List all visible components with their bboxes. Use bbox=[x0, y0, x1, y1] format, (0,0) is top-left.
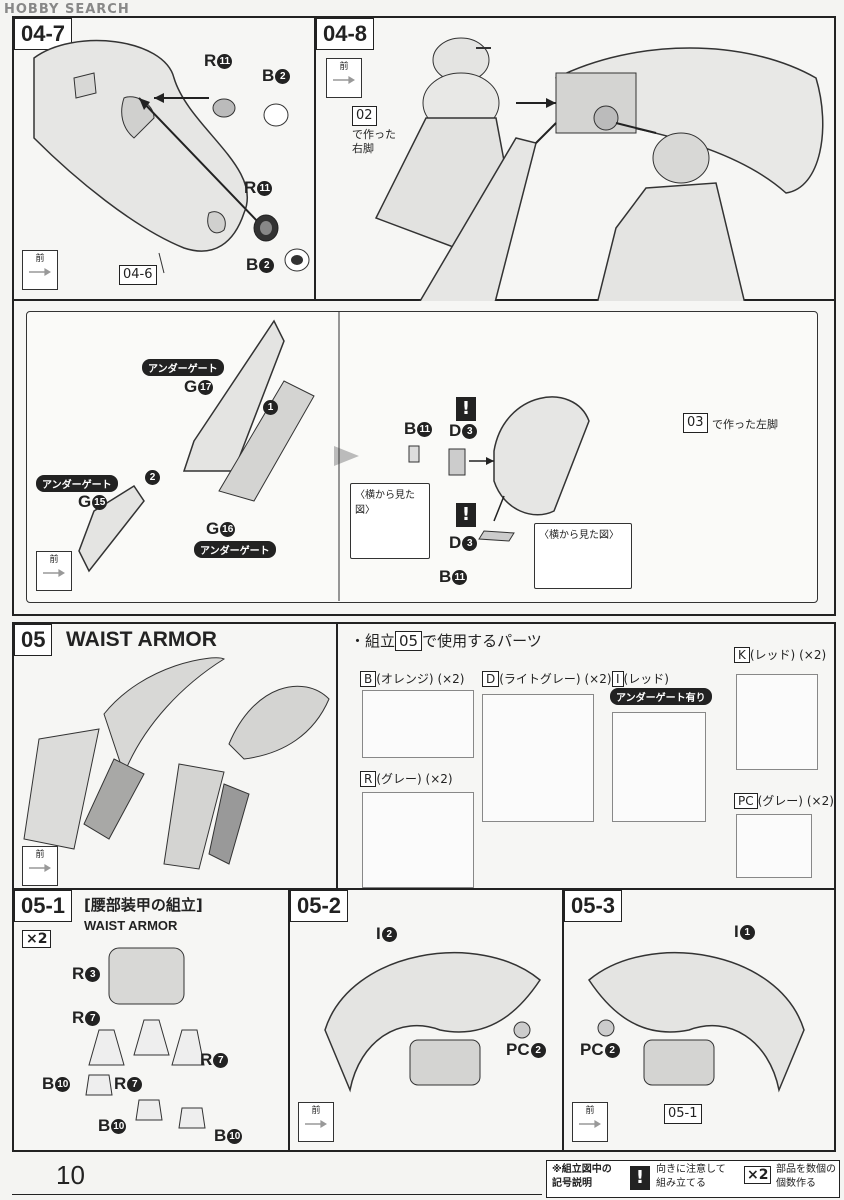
page-number: 10 bbox=[56, 1160, 85, 1190]
ref-02: 02 bbox=[352, 106, 377, 126]
step-05-title: WAIST ARMOR bbox=[66, 628, 217, 651]
legend-caution-icon: ! bbox=[630, 1166, 650, 1190]
legs-assembly-illustration bbox=[374, 37, 824, 303]
caution-icon: ! bbox=[456, 397, 476, 421]
front-indicator: 前 bbox=[22, 846, 58, 886]
front-indicator: 前 bbox=[572, 1102, 608, 1142]
legend-box bbox=[546, 1160, 840, 1198]
waist-armor-overview bbox=[23, 657, 330, 870]
sprue-r bbox=[362, 792, 474, 888]
watermark: HOBBY SEARCH bbox=[4, 2, 130, 17]
step-05-3-tag: 05-3 bbox=[564, 890, 623, 922]
legend-caution-text: 向きに注意して 組み立てる bbox=[656, 1164, 726, 1189]
step-1-marker: 1 bbox=[262, 397, 278, 417]
front-indicator: 前 bbox=[326, 58, 362, 98]
sprue-r-title: R(グレー) (×2) bbox=[360, 770, 453, 787]
front-indicator: 前 bbox=[36, 551, 72, 591]
sprue-b-title: B(オレンジ) (×2) bbox=[360, 670, 465, 687]
side-view-callout-2: 〈横から見た図〉 bbox=[534, 523, 632, 589]
step-04-8-tag: 04-8 bbox=[316, 18, 375, 50]
side-view-callout: 〈横から見た図〉 bbox=[350, 483, 430, 559]
front-indicator: 前 bbox=[298, 1102, 334, 1142]
sprue-b bbox=[362, 690, 474, 758]
divider bbox=[336, 624, 338, 890]
legend-multiplier-icon: ×2 bbox=[744, 1166, 772, 1184]
under-gate-badge-g17: アンダーゲート bbox=[142, 359, 224, 376]
footer-rule bbox=[12, 1194, 542, 1195]
sprue-d bbox=[482, 694, 594, 822]
sprue-k-title: K(レッド) (×2) bbox=[734, 646, 826, 663]
armor-attach-illustration-left bbox=[324, 952, 541, 1093]
step-04-7-tag: 04-7 bbox=[14, 18, 73, 50]
caution-icon: ! bbox=[456, 503, 476, 527]
step-05-1-title-jp: [腰部装甲の組立] bbox=[84, 896, 203, 914]
sprue-d-title: D(ライトグレー) (×2) bbox=[482, 670, 612, 687]
ref-04-6: 04-6 bbox=[119, 265, 157, 285]
front-indicator: 前 bbox=[22, 250, 58, 290]
legend-multiplier-text: 部品を数個の 個数作る bbox=[776, 1164, 836, 1189]
under-gate-badge-g15: アンダーゲート bbox=[36, 475, 118, 492]
note-right-leg: で作った 右脚 bbox=[352, 128, 396, 155]
sprue-i bbox=[612, 712, 706, 822]
armor-attach-illustration-right bbox=[588, 952, 805, 1093]
legend-title: ※組立図中の 記号説明 bbox=[552, 1164, 612, 1189]
thruster-assembly-illustration bbox=[85, 947, 206, 1129]
multiplier-x2: ×2 bbox=[22, 930, 52, 948]
sprue-pc bbox=[736, 814, 812, 878]
sprue-pc-title: PC(グレー) (×2) bbox=[734, 792, 834, 809]
ref-05-1: 05-1 bbox=[664, 1104, 702, 1124]
under-gate-note: アンダーゲート有り bbox=[610, 688, 712, 705]
step-04-8-panel: 04-8 前 02 で作った 右脚 bbox=[316, 16, 836, 303]
hip-armor-illustration bbox=[33, 39, 310, 274]
sprue-i-title: I(レッド) bbox=[612, 670, 669, 687]
ref-03: 03 bbox=[683, 413, 708, 433]
step-05-1-title-en: WAIST ARMOR bbox=[84, 918, 178, 933]
step-05-tag: 05 bbox=[14, 624, 53, 656]
step-05-1-tag: 05-1 bbox=[14, 890, 73, 922]
skirt-parts-illustration bbox=[78, 311, 590, 601]
sprue-k bbox=[736, 674, 818, 770]
step-05-2-tag: 05-2 bbox=[290, 890, 349, 922]
under-gate-badge-g16: アンダーゲート bbox=[194, 541, 276, 558]
step-2-marker: 2 bbox=[144, 467, 160, 487]
note-left-leg: で作った左脚 bbox=[712, 418, 778, 431]
